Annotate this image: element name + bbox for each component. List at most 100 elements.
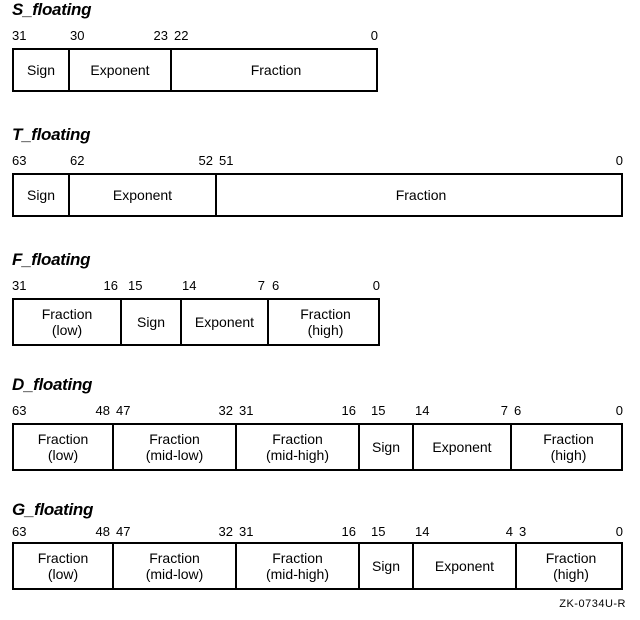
register-field: Exponent: [414, 425, 512, 469]
bit-tick-label: 0: [615, 524, 623, 539]
bit-tick-label: 16: [103, 278, 118, 293]
format-title: F_floating: [12, 250, 91, 269]
register-field-sublabel: (mid-high): [265, 447, 329, 463]
register-field-sublabel: (mid-low): [145, 447, 204, 463]
register-field-label: Exponent: [194, 314, 255, 330]
bit-tick-label: 0: [370, 28, 378, 43]
bit-tick-label: 7: [500, 403, 508, 418]
register-field-label: Exponent: [90, 62, 150, 78]
bit-tick-label: 31: [12, 28, 27, 43]
bit-tick-label: 31: [12, 278, 27, 293]
register-field: Exponent: [414, 544, 517, 588]
register-field-label: Sign: [371, 439, 401, 455]
bit-tick-label: 14: [415, 403, 430, 418]
register-field: Fraction: [217, 175, 625, 215]
bit-tick-label: 15: [371, 524, 386, 539]
bit-tick-label: 63: [12, 524, 27, 539]
register-field-label: Fraction: [545, 550, 597, 566]
register-field-label: Fraction: [272, 431, 323, 447]
bit-tick-label: 3: [519, 524, 527, 539]
format-title: S_floating: [12, 0, 92, 19]
register-field-sublabel: (mid-high): [265, 566, 329, 582]
register-field-label: Sign: [371, 558, 401, 574]
register-field: Fraction(mid-high): [237, 425, 360, 469]
format-title: T_floating: [12, 125, 91, 144]
register-field-label: Fraction: [149, 431, 200, 447]
register-field: Sign: [14, 175, 70, 215]
register-field-label: Fraction: [300, 306, 351, 322]
register-field: Fraction(low): [14, 300, 122, 344]
format-title: G_floating: [12, 500, 94, 519]
bit-tick-label: 22: [174, 28, 189, 43]
register-field-sublabel: (high): [307, 322, 344, 338]
bit-tick-label: 62: [70, 153, 85, 168]
bit-tick-label: 15: [128, 278, 143, 293]
register-field-label: Sign: [136, 314, 166, 330]
bit-tick-label: 15: [371, 403, 386, 418]
register-field: Fraction(high): [269, 300, 382, 344]
bit-tick-label: 0: [372, 278, 380, 293]
register-field-sublabel: (high): [550, 447, 587, 463]
register-layout-box: Fraction(low)Fraction(mid-low)Fraction(m…: [12, 542, 625, 592]
register-field: Exponent: [70, 50, 172, 90]
bit-tick-label: 16: [341, 403, 356, 418]
register-field-label: Fraction: [250, 62, 302, 78]
register-field: Exponent: [70, 175, 217, 215]
register-field: Sign: [360, 425, 414, 469]
bit-tick-label: 63: [12, 153, 27, 168]
bit-tick-label: 31: [239, 524, 254, 539]
register-field-label: Fraction: [272, 550, 323, 566]
bit-tick-label: 47: [116, 403, 131, 418]
figure-caption: ZK-0734U-R: [559, 598, 626, 610]
register-field-sublabel: (low): [51, 322, 83, 338]
register-field-label: Sign: [26, 187, 56, 203]
bit-tick-label: 6: [272, 278, 280, 293]
register-field-sublabel: (low): [47, 447, 79, 463]
register-field: Fraction(low): [14, 544, 114, 588]
bit-tick-label: 4: [505, 524, 513, 539]
bit-tick-label: 48: [95, 524, 110, 539]
register-field-label: Fraction: [543, 431, 594, 447]
register-field-sublabel: (mid-low): [145, 566, 204, 582]
bit-tick-label: 16: [341, 524, 356, 539]
register-field: Fraction(low): [14, 425, 114, 469]
bit-tick-label: 7: [257, 278, 265, 293]
bit-tick-label: 14: [415, 524, 430, 539]
bit-tick-label: 63: [12, 403, 27, 418]
register-field-label: Fraction: [37, 550, 89, 566]
register-field-sublabel: (low): [47, 566, 79, 582]
register-layout-box: Sign Exponent Fraction: [12, 173, 625, 219]
register-field: Fraction(mid-high): [237, 544, 360, 588]
register-field-label: Fraction: [37, 431, 89, 447]
bit-tick-label: 14: [182, 278, 197, 293]
bit-tick-label: 52: [198, 153, 213, 168]
bit-tick-label: 0: [615, 153, 623, 168]
register-field: Exponent: [182, 300, 269, 344]
register-layout-box: Fraction(low)Fraction(mid-low)Fraction(m…: [12, 423, 625, 473]
register-field: Fraction(mid-low): [114, 425, 237, 469]
register-field: Fraction(high): [512, 425, 625, 469]
register-layout-box: Sign Exponent Fraction: [12, 48, 380, 94]
register-field: Sign: [14, 50, 70, 90]
bit-tick-label: 6: [514, 403, 522, 418]
register-field: Fraction(high): [517, 544, 625, 588]
bit-tick-label: 51: [219, 153, 234, 168]
register-field: Sign: [122, 300, 182, 344]
register-field: Sign: [360, 544, 414, 588]
register-field: Fraction(mid-low): [114, 544, 237, 588]
bit-tick-label: 30: [70, 28, 85, 43]
register-field-label: Fraction: [395, 187, 447, 203]
register-field-label: Fraction: [41, 306, 93, 322]
bit-tick-label: 31: [239, 403, 254, 418]
register-field-label: Exponent: [112, 187, 173, 203]
bit-tick-label: 0: [615, 403, 623, 418]
bit-tick-label: 32: [218, 524, 233, 539]
register-field-sublabel: (high): [553, 566, 589, 582]
bit-tick-label: 48: [95, 403, 110, 418]
bit-tick-label: 47: [116, 524, 131, 539]
bit-tick-label: 32: [218, 403, 233, 418]
